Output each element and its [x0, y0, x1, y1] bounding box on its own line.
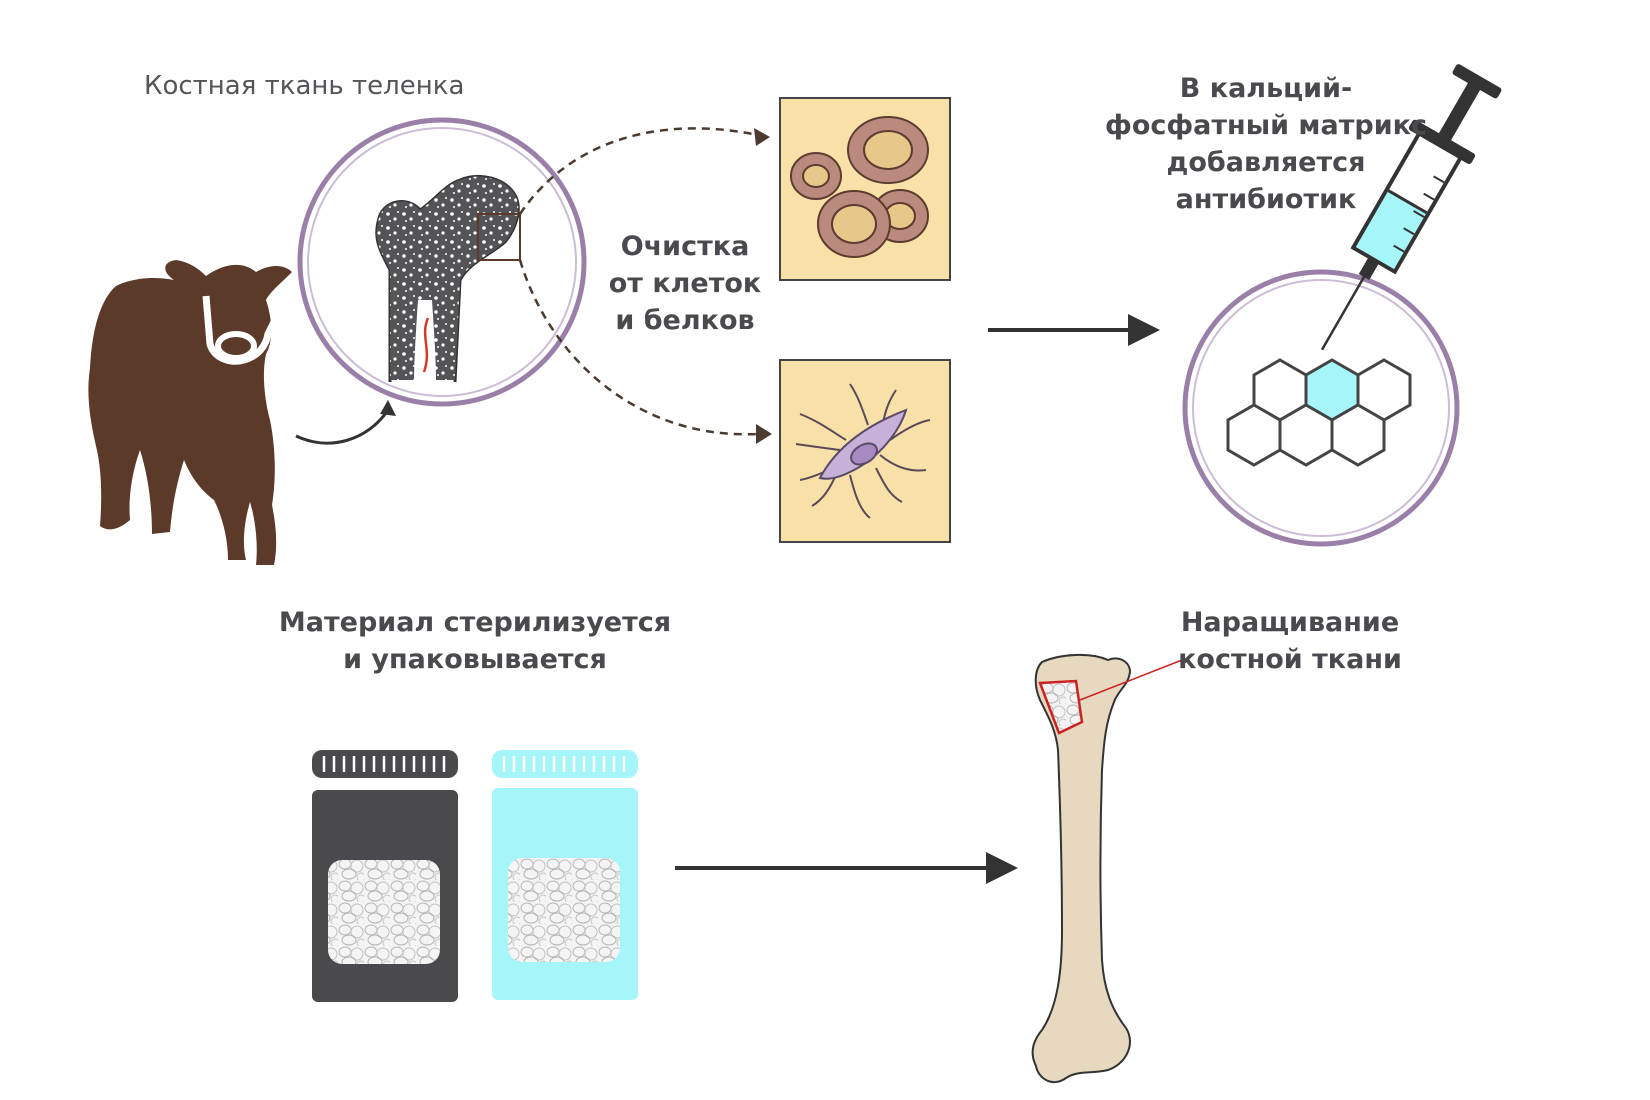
antibiotic-line-1: В кальций- [1179, 73, 1353, 104]
label-calf-bone: Костная ткань теленка [144, 68, 504, 105]
cyan-jar-window [508, 858, 620, 962]
arrow-to-matrix-head [1128, 314, 1160, 346]
femur-shape [1031, 653, 1132, 1084]
label-sterilized: Материал стерилизуется и упаковывается [260, 604, 690, 678]
cell-nucleus [850, 442, 878, 466]
sterilized-line-1: Материал стерилизуется [278, 607, 672, 638]
bone-circle-inner [307, 127, 577, 397]
antibiotic-line-4: антибиотик [1175, 184, 1357, 215]
dashed-to-top-tile [518, 127, 759, 215]
growth-line-1: Наращивание [1180, 607, 1400, 638]
calf-to-bone-arrow [295, 409, 390, 445]
syringe-icon [1320, 64, 1502, 351]
calf-to-bone-arrowhead [380, 400, 396, 416]
dark-jar-window [328, 860, 440, 964]
dashed-to-bottom-tile-head [756, 424, 772, 444]
purification-line-3: и белков [615, 305, 755, 336]
calf-icon [88, 260, 292, 565]
calf-silhouette [88, 260, 292, 565]
bone-rings-tile [779, 97, 951, 281]
bone-section-icon [297, 117, 587, 407]
hexagon-matrix-icon [1182, 269, 1460, 547]
purification-line-1: Очистка [620, 231, 750, 262]
label-growth: Наращивание костной ткани [1150, 604, 1430, 678]
bone-blood-vessel [422, 317, 430, 373]
antibiotic-line-2: фосфатный матрикс [1105, 110, 1427, 141]
bone-zoom-box [477, 213, 521, 261]
sterilized-line-2: и упаковывается [343, 644, 607, 675]
calf-muzzle [215, 331, 257, 361]
femur-callout-line [1079, 659, 1183, 701]
label-purification: Очистка от клеток и белков [590, 228, 780, 339]
purification-line-2: от клеток [608, 268, 762, 299]
growth-line-2: костной ткани [1178, 644, 1402, 675]
calf-halter [202, 295, 288, 365]
hexagon-grid [1226, 358, 1412, 467]
jar-icon [312, 750, 638, 1002]
antibiotic-line-3: добавляется [1166, 147, 1366, 178]
label-antibiotic: В кальций- фосфатный матрикс добавляется… [1096, 70, 1436, 218]
femur-graft-outline [1038, 679, 1084, 735]
cell-tile [779, 359, 951, 543]
calf-bone-text: Костная ткань теленка [144, 71, 465, 101]
femur-icon [1031, 653, 1183, 1084]
arrow-to-femur-head [986, 852, 1018, 884]
dashed-to-bottom-tile [518, 259, 759, 436]
dashed-to-top-tile-head [754, 128, 770, 146]
